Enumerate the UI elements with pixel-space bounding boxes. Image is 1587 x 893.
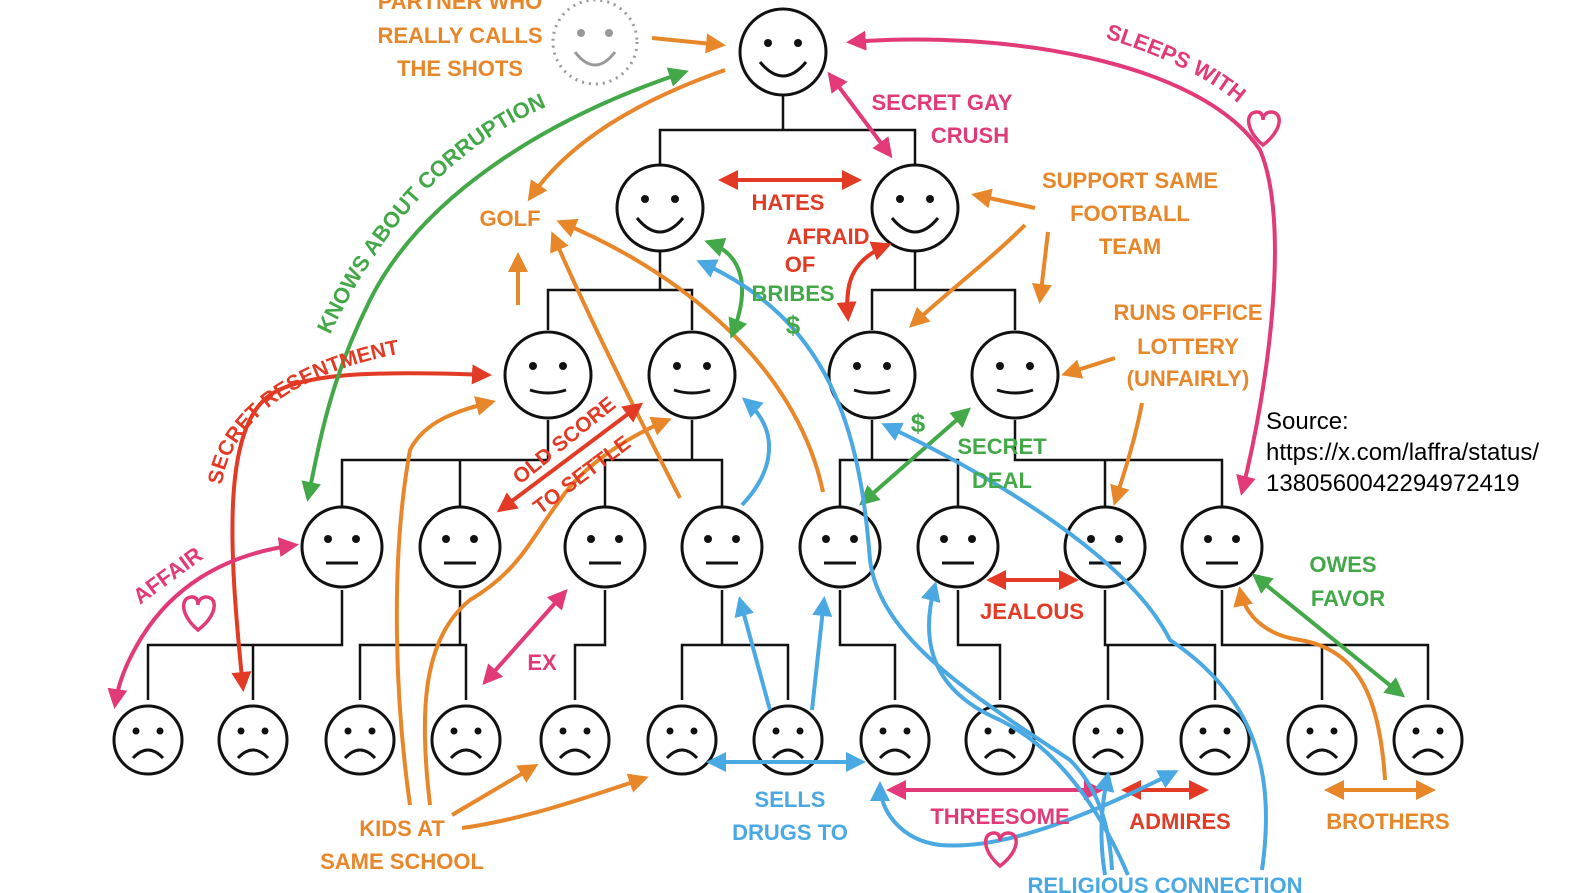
smiley-happy-icon: [870, 163, 960, 253]
threesome-label: THREESOME: [930, 804, 1069, 829]
smiley-sad-icon: [1179, 704, 1251, 776]
blue-labels: SELLS DRUGS TO RELIGIOUS CONNECTION: [732, 787, 1302, 893]
sleeps-with-label: SLEEPS WITH: [1103, 19, 1250, 107]
support-label-line1: SUPPORT SAME: [1042, 168, 1218, 193]
source-url-line2: 1380560042294972419: [1266, 470, 1520, 497]
smiley-sad-icon: [1286, 704, 1358, 776]
smiley-neutral-icon: [647, 330, 737, 420]
kids-label-line2: SAME SCHOOL: [320, 849, 484, 874]
dotted-smiley-icon: [551, 0, 639, 86]
smiley-neutral-icon: [563, 505, 647, 589]
afraid-label-line2: OF: [785, 252, 816, 277]
admires-label: ADMIRES: [1129, 809, 1230, 834]
smiley-sad-icon: [539, 704, 611, 776]
smiley-neutral-icon: [418, 505, 502, 589]
smiley-neutral-icon: [827, 330, 917, 420]
golf-label: GOLF: [479, 206, 540, 231]
secret-gay-label-line2: CRUSH: [931, 123, 1009, 148]
smiley-neutral-icon: [1180, 505, 1264, 589]
heart-icon: [984, 831, 1018, 869]
lottery-label-line1: RUNS OFFICE: [1113, 300, 1262, 325]
support-label-line3: TEAM: [1099, 234, 1161, 259]
smiley-sad-icon: [859, 704, 931, 776]
secret-deal-label-line2: DEAL: [972, 468, 1032, 493]
smiley-sad-icon: [112, 704, 184, 776]
sells-drugs-label-line2: DRUGS TO: [732, 820, 848, 845]
afraid-label-line1: AFRAID: [786, 224, 869, 249]
sells-drugs-label-line1: SELLS: [755, 787, 826, 812]
smiley-neutral-icon: [503, 330, 593, 420]
heart-icon: [182, 595, 216, 633]
partner-label-line1: PARTNER WHO: [378, 0, 543, 14]
smiley-sad-icon: [646, 704, 718, 776]
org-tree-lines: [146, 95, 1430, 700]
brothers-label: BROTHERS: [1326, 809, 1449, 834]
partner-label-line3: THE SHOTS: [397, 56, 523, 81]
smiley-happy-icon: [738, 7, 828, 97]
smiley-sad-icon: [964, 704, 1036, 776]
religious-connection-label: RELIGIOUS CONNECTION: [1027, 873, 1302, 893]
smiley-neutral-icon: [798, 505, 882, 589]
smiley-sad-icon: [1392, 704, 1464, 776]
smiley-happy-icon: [615, 163, 705, 253]
owes-favor-label-line2: FAVOR: [1311, 586, 1385, 611]
secret-gay-label-line1: SECRET GAY: [871, 90, 1012, 115]
bribes-label: BRIBES: [751, 281, 834, 306]
smiley-neutral-icon: [916, 505, 1000, 589]
green-arrows: [301, 67, 1406, 698]
smiley-sad-icon: [1072, 704, 1144, 776]
smiley-sad-icon: [217, 704, 289, 776]
blue-arrows: [696, 259, 1269, 876]
kids-label-line1: KIDS AT: [359, 816, 445, 841]
ex-label: EX: [527, 650, 557, 675]
deal-dollar-label: $: [911, 408, 926, 438]
owes-favor-label-line1: OWES: [1309, 552, 1376, 577]
secret-deal-label-line1: SECRET: [957, 434, 1047, 459]
lottery-label-line2: LOTTERY: [1137, 334, 1239, 359]
resentment-label: SECRET RESENTMENT: [204, 336, 401, 486]
smiley-neutral-icon: [680, 505, 764, 589]
heart-icon: [1247, 110, 1281, 148]
smiley-neutral-icon: [300, 505, 384, 589]
support-label-line2: FOOTBALL: [1070, 201, 1190, 226]
smiley-sad-icon: [324, 704, 396, 776]
hates-label: HATES: [752, 190, 825, 215]
lottery-label-line3: (UNFAIRLY): [1127, 366, 1250, 391]
source-url-line1: https://x.com/laffra/status/: [1266, 439, 1539, 466]
bribes-dollar-label: $: [786, 310, 801, 340]
smiley-neutral-icon: [970, 330, 1060, 420]
partner-label-line2: REALLY CALLS: [377, 23, 542, 48]
orange-labels: PARTNER WHO REALLY CALLS THE SHOTS GOLF …: [320, 0, 1450, 874]
smiley-sad-icon: [430, 704, 502, 776]
pink-arrows: [107, 30, 1277, 800]
jealous-label: JEALOUS: [980, 599, 1084, 624]
source-label: Source:: [1266, 408, 1349, 435]
source-citation: Source: https://x.com/laffra/status/ 138…: [1266, 406, 1586, 499]
smiley-neutral-icon: [1063, 505, 1147, 589]
